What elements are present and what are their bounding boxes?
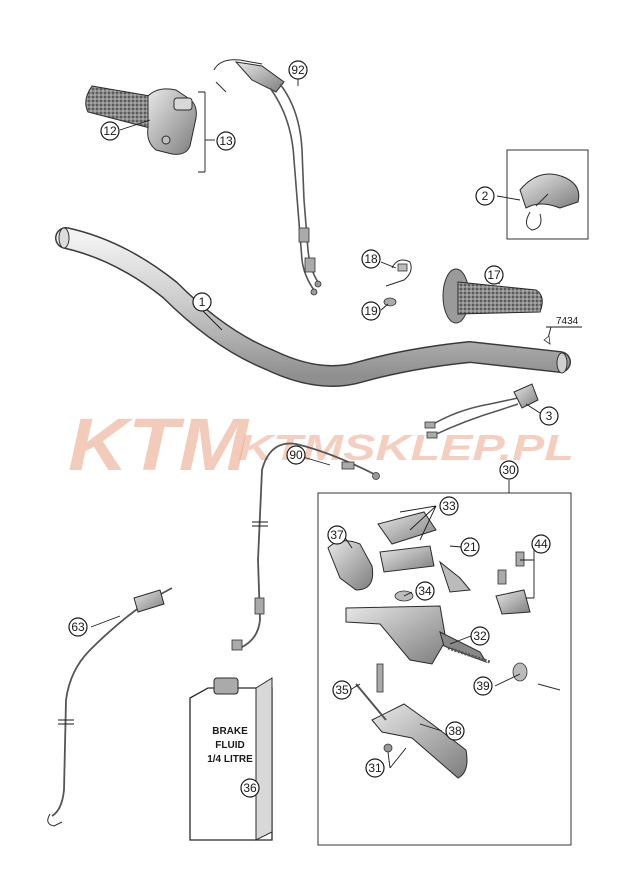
reservoir-cover-part bbox=[377, 511, 437, 573]
callout-63-label: 63 bbox=[71, 620, 85, 634]
callout-18: 18 bbox=[361, 249, 381, 269]
callout-31-label: 31 bbox=[368, 761, 382, 775]
watermark: KTM KTMSKLEP.PL bbox=[68, 403, 574, 486]
clip-part bbox=[383, 297, 397, 307]
callout-34: 34 bbox=[415, 581, 435, 601]
callout-92: 92 bbox=[288, 60, 308, 80]
callout-17: 17 bbox=[484, 265, 504, 285]
callout-36: 36 bbox=[240, 778, 260, 798]
callout-39: 39 bbox=[473, 676, 493, 696]
brake-assembly-box bbox=[317, 492, 572, 846]
callout-38: 38 bbox=[445, 721, 465, 741]
lever-part bbox=[355, 560, 471, 779]
callout-13-label: 13 bbox=[219, 134, 233, 148]
callout-37-label: 37 bbox=[330, 528, 344, 542]
callout-17-label: 17 bbox=[487, 268, 501, 282]
callout-33: 33 bbox=[439, 496, 459, 516]
callout-32-label: 32 bbox=[473, 629, 487, 643]
kill-switch-cable-part bbox=[47, 587, 173, 827]
brake-master-cylinder-part bbox=[345, 590, 488, 665]
clamp-part bbox=[327, 540, 531, 615]
callout-30: 30 bbox=[499, 460, 519, 480]
callout-18-label: 18 bbox=[364, 252, 378, 266]
grip-part bbox=[442, 268, 543, 324]
callout-3-label: 3 bbox=[546, 409, 553, 423]
ref-marker: 7434 bbox=[543, 316, 582, 345]
callout-1: 1 bbox=[192, 292, 212, 312]
throttle-grip-part bbox=[85, 85, 197, 155]
ref-label: 7434 bbox=[556, 316, 579, 327]
callout-39-label: 39 bbox=[476, 679, 490, 693]
clutch-cable-part bbox=[231, 442, 380, 651]
watermark-logo: KTM bbox=[68, 403, 250, 486]
callout-44-label: 44 bbox=[534, 537, 548, 551]
callout-36-label: 36 bbox=[243, 781, 257, 795]
leader-lines bbox=[90, 74, 541, 769]
callout-92-label: 92 bbox=[291, 63, 305, 77]
callout-33-label: 33 bbox=[442, 499, 456, 513]
callout-38-label: 38 bbox=[448, 724, 462, 738]
callout-19-label: 19 bbox=[364, 304, 378, 318]
callout-3: 3 bbox=[539, 406, 559, 426]
bottle-label-3: 1/4 LITRE bbox=[207, 754, 253, 765]
callout-19: 19 bbox=[361, 301, 381, 321]
callout-35: 35 bbox=[332, 680, 352, 700]
callout-30-label: 30 bbox=[502, 463, 516, 477]
callout-31: 31 bbox=[365, 758, 385, 778]
piston-spring-part bbox=[447, 646, 561, 691]
callout-12-label: 12 bbox=[103, 124, 117, 138]
callout-1-label: 1 bbox=[199, 295, 206, 309]
bar-end-cap-part bbox=[506, 149, 589, 240]
callout-21-label: 21 bbox=[463, 540, 477, 554]
throttle-cables-part bbox=[213, 59, 322, 296]
cable-tie-part bbox=[385, 259, 412, 287]
brake-fluid-bottle-part: BRAKE FLUID 1/4 LITRE bbox=[189, 677, 273, 841]
callout-32: 32 bbox=[470, 626, 490, 646]
callout-44: 44 bbox=[531, 534, 551, 554]
callout-90-label: 90 bbox=[289, 448, 303, 462]
callout-37: 37 bbox=[327, 525, 347, 545]
handlebar-part bbox=[55, 227, 571, 387]
callout-90: 90 bbox=[286, 445, 306, 465]
callout-63: 63 bbox=[68, 617, 88, 637]
callout-35-label: 35 bbox=[335, 683, 349, 697]
switch-part bbox=[424, 383, 539, 439]
callout-13: 13 bbox=[216, 131, 236, 151]
callout-12: 12 bbox=[100, 121, 120, 141]
bottle-label-2: FLUID bbox=[215, 740, 244, 751]
callout-21: 21 bbox=[460, 537, 480, 557]
callout-34-label: 34 bbox=[418, 584, 432, 598]
callout-2-label: 2 bbox=[482, 189, 489, 203]
bottle-label-1: BRAKE bbox=[212, 726, 248, 737]
callout-2: 2 bbox=[475, 186, 495, 206]
